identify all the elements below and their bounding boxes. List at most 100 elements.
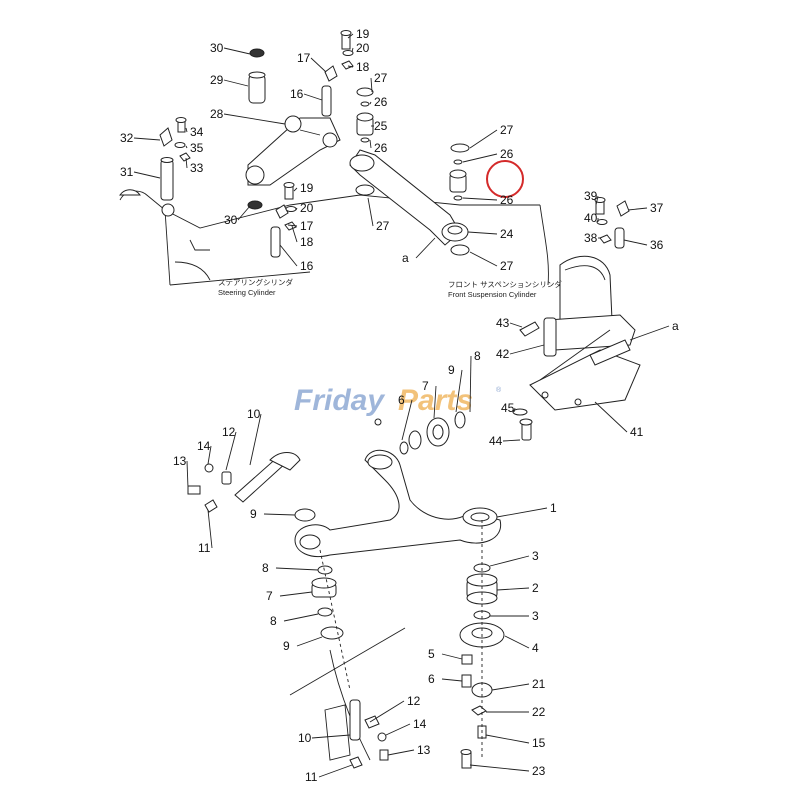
leader-line	[469, 764, 530, 772]
part-label: 8	[270, 614, 277, 628]
part-label: 30	[224, 213, 238, 227]
leader-line	[469, 129, 498, 149]
part-label: 7	[266, 589, 273, 603]
pin-31	[119, 157, 175, 217]
part-label: 4	[532, 641, 539, 655]
leader-line	[623, 239, 648, 246]
pin-10-assembly	[187, 452, 316, 522]
part-label: 12	[222, 425, 236, 439]
leader-line	[133, 137, 161, 141]
bolts-19-20-18	[247, 30, 354, 231]
part-label: 22	[532, 705, 546, 719]
bearings-2-4	[459, 520, 505, 769]
leader-line	[489, 555, 530, 567]
part-label: 26	[374, 95, 388, 109]
leader-line	[462, 153, 498, 163]
part-label: 8	[262, 561, 269, 575]
part-label: 17	[300, 219, 314, 233]
part-label: 11	[305, 770, 318, 784]
leader-line	[310, 57, 327, 73]
bearings-7-9-lower	[311, 549, 351, 691]
part-label: a	[402, 251, 409, 265]
part-label: 14	[197, 439, 211, 453]
leader-line	[385, 723, 411, 736]
part-label: 19	[300, 181, 314, 195]
leader-line	[509, 322, 523, 328]
leader-line	[502, 439, 521, 442]
leader-line	[279, 591, 313, 597]
leader-line	[433, 385, 437, 419]
leader-line	[369, 139, 372, 149]
front-suspension-cylinder	[512, 197, 641, 441]
part-label: 16	[290, 87, 304, 101]
link-rod-24	[349, 149, 469, 246]
part-label: 9	[283, 639, 290, 653]
leader-line	[237, 205, 251, 221]
part-label: 43	[496, 316, 510, 330]
leader-line	[311, 734, 351, 739]
leader-line	[185, 145, 188, 149]
part-label: 30	[210, 41, 224, 55]
leader-line	[223, 47, 251, 55]
leader-line	[347, 33, 354, 39]
part-label: 32	[120, 131, 134, 145]
leader-line	[296, 636, 323, 647]
part-label: 20	[300, 201, 314, 215]
leader-line	[263, 513, 296, 516]
caption-front-jp: フロント サスペンションシリンダ	[448, 279, 562, 289]
part-label: 34	[190, 125, 204, 139]
highlight-circle	[486, 160, 524, 198]
part-label: 13	[173, 454, 187, 468]
part-label: 42	[496, 347, 510, 361]
leader-line	[287, 224, 298, 227]
part-label: 10	[247, 407, 261, 421]
part-label: 26	[500, 147, 514, 161]
leader-line	[496, 587, 530, 591]
part-label: 14	[413, 717, 427, 731]
leader-lines	[133, 33, 670, 778]
caption-steering-en: Steering Cylinder	[218, 288, 276, 297]
part-label: 17	[297, 51, 311, 65]
bushings-25-26-27	[355, 87, 470, 256]
leader-line	[367, 197, 374, 227]
part-label: 9	[250, 507, 257, 521]
leader-line	[496, 507, 548, 518]
watermark-part1: Friday	[294, 384, 385, 417]
leader-line	[491, 683, 530, 691]
part-label: a	[672, 319, 679, 333]
part-label: 16	[300, 259, 314, 273]
caption-steering-jp: ステアリングシリンダ	[218, 277, 293, 287]
part-label: 6	[428, 672, 435, 686]
leader-line	[504, 635, 530, 649]
part-label: 36	[650, 238, 664, 252]
leader-line	[469, 355, 472, 413]
part-label: 41	[630, 425, 644, 439]
pins-16-17	[270, 65, 338, 258]
part-label: 20	[356, 41, 370, 55]
part-label: 19	[356, 27, 370, 41]
part-label: 10	[298, 731, 312, 745]
leader-line	[387, 749, 415, 756]
leader-line	[467, 231, 498, 235]
part-label: 1	[550, 501, 557, 515]
part-label: 8	[474, 349, 481, 363]
part-label: 35	[190, 141, 204, 155]
leader-line	[207, 445, 212, 465]
part-label: 23	[532, 764, 546, 778]
leader-line	[469, 251, 498, 267]
leader-line	[513, 407, 516, 413]
bushing-29	[248, 48, 266, 104]
part-label: 18	[356, 60, 370, 74]
caption-front-en: Front Suspension Cylinder	[448, 290, 537, 299]
leader-line	[594, 401, 628, 433]
leader-line	[318, 764, 353, 778]
leader-line	[133, 171, 161, 179]
part-label: 39	[584, 189, 598, 203]
part-label: 24	[500, 227, 514, 241]
part-label: 11	[198, 541, 211, 555]
steering-bracket-28	[245, 115, 341, 186]
leader-line	[401, 399, 413, 441]
